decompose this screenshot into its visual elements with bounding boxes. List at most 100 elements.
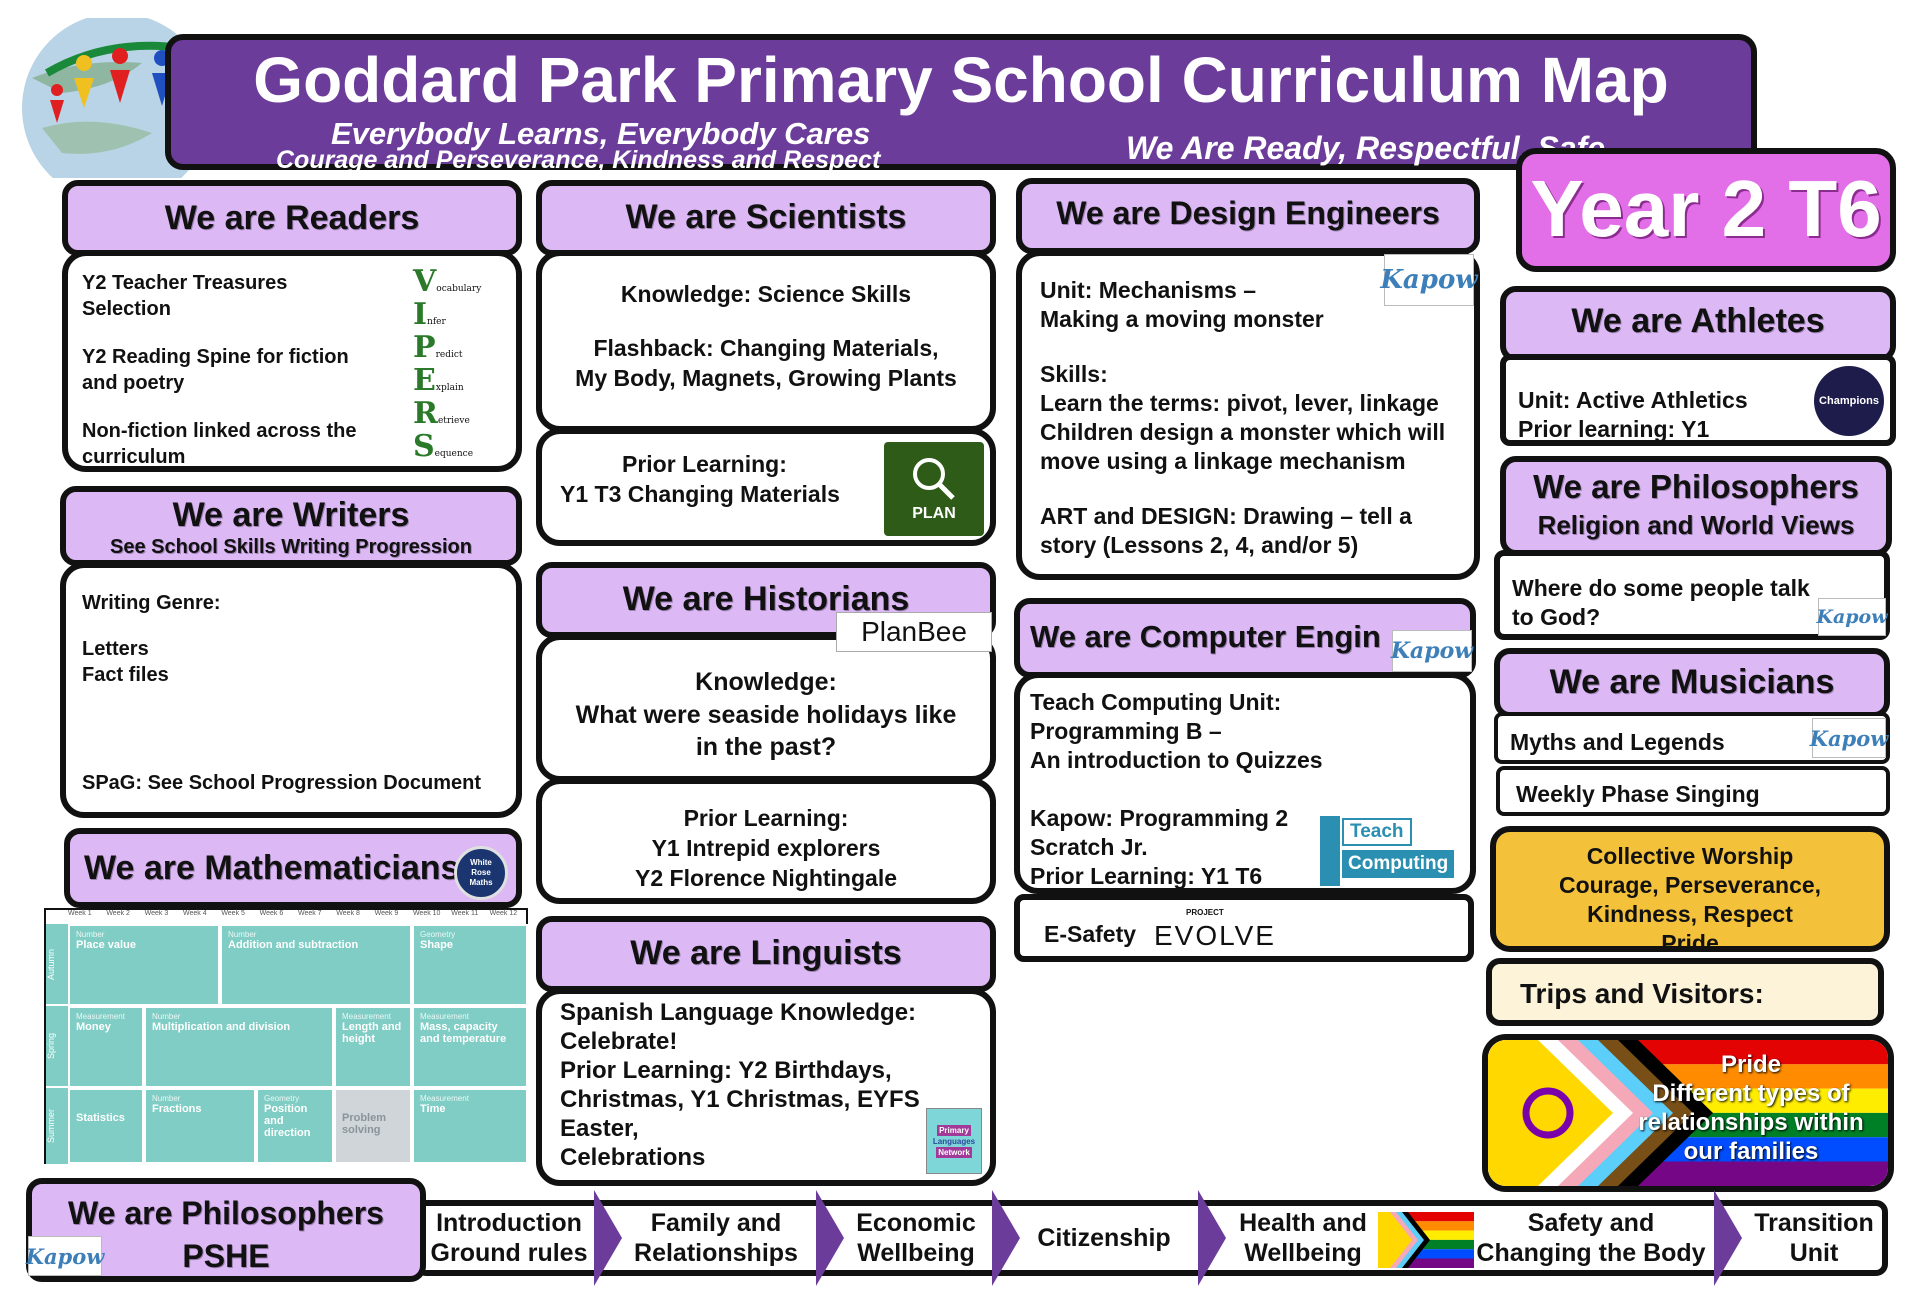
spag-note: SPaG: See School Progression Document [82,772,481,794]
pshe-step-citizenship: Citizenship [1024,1202,1184,1274]
readers-line: and poetry [82,372,185,394]
block-name: Addition and subtraction [228,939,359,951]
rwv-box: Where do some people talk to God? [1494,550,1890,640]
pshe-subtitle: PSHE [182,1238,270,1274]
arrow-icon [594,1190,622,1286]
science-flashback: Flashback: Changing Materials, [593,334,939,361]
vipers-word: ocabulary [436,284,482,294]
week-label: Week 4 [182,910,207,917]
block-name: Fractions [152,1103,202,1115]
singing-box: Weekly Phase Singing [1496,766,1890,816]
rwv-title: We are Philosophers [1533,468,1859,505]
linguists-line: Prior Learning: Y2 Birthdays, [560,1057,892,1084]
design-unit: Unit: Mechanisms – [1040,277,1256,303]
page-header: Goddard Park Primary School Curriculum M… [165,34,1757,174]
scientists-box: Knowledge: Science Skills Flashback: Cha… [536,250,996,432]
block-category: Number [152,1094,181,1103]
weekly-singing: Weekly Phase Singing [1516,781,1760,807]
page-title: Goddard Park Primary School Curriculum M… [253,44,1669,116]
teach-logo-text: Computing [1342,850,1455,878]
history-prior: Y1 Intrepid explorers [651,834,881,861]
week-label: Week 2 [106,910,130,917]
science-knowledge: Knowledge: Science Skills [620,281,912,307]
block-name: Money [76,1021,111,1033]
kapow-logo: Kapow [1816,598,1888,636]
readers-box: Y2 Teacher Treasures Selection Y2 Readin… [62,250,522,472]
block-category: Geometry [264,1094,300,1103]
vipers-word: equence [434,449,474,459]
scientists-prior-box: Prior Learning: Y1 T3 Changing Materials… [536,428,996,546]
readers-line: curriculum [82,446,186,468]
design-skill: move using a linkage mechanism [1040,448,1406,474]
week-label: Week 5 [221,910,245,917]
week-label: Week 7 [297,910,322,917]
readers-line: Non-fiction linked across the [82,420,357,442]
block-category: Measurement [420,1094,469,1103]
step-line: Transition [1754,1209,1874,1237]
vipers-letter: V [413,264,437,299]
pride-line: our families [1683,1138,1819,1165]
motto-values: Courage and Perseverance, Kindness and R… [276,146,881,174]
block-name: Length and height [342,1021,402,1045]
worship-line: Kindness, Respect [1587,901,1793,927]
athletes-box: Unit: Active Athletics Prior learning: Y… [1500,354,1896,446]
term-label: Summer [46,1088,68,1164]
week-label: Week 11 [451,910,479,917]
logo-text: Network [936,1146,972,1158]
block-category: Geometry [420,930,456,939]
step-line: Changing the Body [1476,1239,1706,1267]
vipers-letter: I [413,297,428,332]
history-knowledge: What were seaside holidays like [575,700,957,729]
step-line: Unit [1789,1239,1839,1267]
week-header-row: Week 1 Week 2 Week 3 Week 4 Week 5 Week … [68,910,528,922]
computing-unit: Programming B – [1030,718,1222,744]
linguists-line: Spanish Language Knowledge: [560,999,917,1026]
evolve-small: PROJECT [1186,908,1224,917]
design-art: ART and DESIGN: Drawing – tell a [1040,503,1412,529]
writers-title: We are Writers [172,496,410,534]
vipers-letter: E [413,363,436,398]
week-label: Week 9 [374,910,399,917]
design-box: Unit: Mechanisms – Making a moving monst… [1016,250,1480,580]
linguists-header: We are Linguists [536,916,996,992]
design-skill: Children design a monster which will [1040,419,1446,445]
pride-line: Pride [1720,1051,1782,1078]
worship-line: Pride [1661,930,1719,952]
term-label: Autumn [46,924,68,1004]
athletes-prior: Prior learning: Y1 [1518,416,1710,442]
writers-subtitle: See School Skills Writing Progression [110,536,472,558]
rwv-question: Where do some people talk [1512,575,1810,601]
logo-text: White [470,858,492,867]
week-label: Week 1 [68,910,92,917]
history-knowledge: in the past? [695,733,837,761]
esafety-box: E-Safety PROJECT EVOLVE [1014,894,1474,962]
week-label: Week 6 [259,910,284,917]
design-art: story (Lessons 2, 4, and/or 5) [1040,532,1359,558]
maths-title: We are Mathematicians [84,849,460,887]
pride-line: Different types of [1652,1080,1850,1107]
kapow-logo: Kapow [1380,254,1478,306]
kapow-logo: Kapow [1391,630,1473,672]
readers-header: We are Readers [62,180,522,256]
worship-line: Collective Worship [1586,843,1794,869]
design-skills-label: Skills: [1040,361,1108,387]
computing-title: We are Computer Engin [1030,619,1381,654]
music-unit: Myths and Legends [1510,729,1725,755]
block-name: Problem solving [342,1112,387,1136]
history-prior-label: Prior Learning: [683,805,849,831]
arrow-icon [992,1190,1020,1286]
plan-logo: PLAN [884,442,984,536]
linguists-box: Spanish Language Knowledge: Celebrate! P… [536,988,996,1186]
science-prior: Y1 T3 Changing Materials [560,480,840,507]
block-name: Mass, capacity and temperature [420,1021,507,1045]
